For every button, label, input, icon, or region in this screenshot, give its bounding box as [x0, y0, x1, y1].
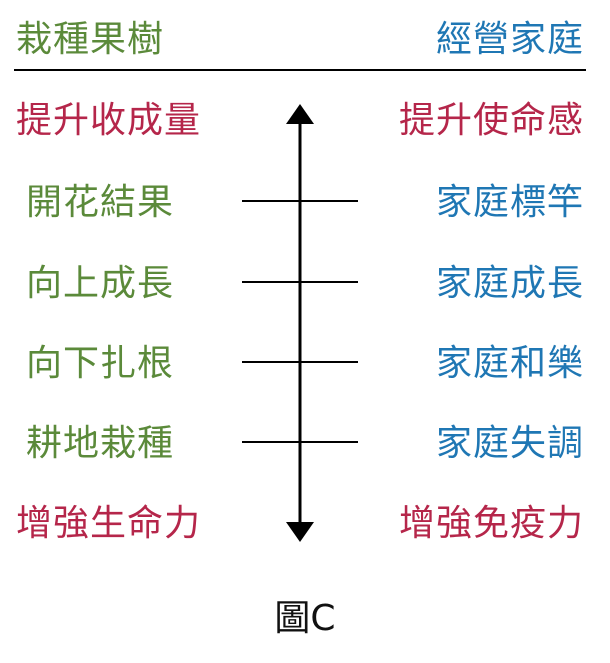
right-header: 經營家庭 — [435, 19, 584, 60]
right-item-2: 家庭成長 — [435, 263, 584, 304]
right-item-3: 家庭和樂 — [435, 343, 584, 384]
left-item-1: 開花結果 — [26, 182, 175, 223]
figure-caption: 圖C — [274, 598, 336, 639]
down-arrow-head — [286, 522, 314, 542]
left-item-2: 向上成長 — [26, 263, 175, 304]
left-bottom-label: 增強生命力 — [16, 503, 202, 544]
up-arrow-head — [286, 104, 314, 124]
right-top-label: 提升使命感 — [398, 100, 584, 141]
right-item-1: 家庭標竿 — [435, 182, 584, 223]
left-top-label: 提升收成量 — [16, 100, 202, 141]
left-header: 栽種果樹 — [16, 19, 165, 60]
left-item-4: 耕地栽種 — [26, 423, 175, 464]
right-bottom-label: 增強免疫力 — [398, 503, 584, 544]
left-item-3: 向下扎根 — [26, 343, 175, 384]
right-item-4: 家庭失調 — [435, 423, 584, 464]
header-divider — [14, 69, 586, 71]
